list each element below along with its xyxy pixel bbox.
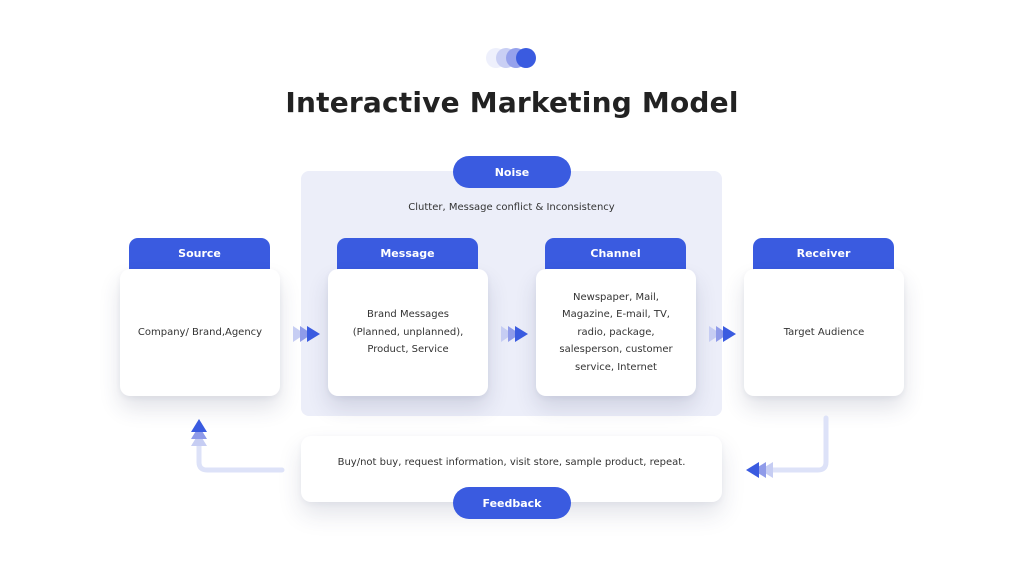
message-text: Brand Messages (Planned, unplanned), Pro…: [352, 309, 464, 356]
decorative-dots: [486, 47, 538, 69]
connector-feedback-source: [196, 435, 285, 473]
feedback-text: Buy/not buy, request information, visit …: [337, 457, 686, 468]
channel-node: Channel Newspaper, Mail, Magazine, E-mai…: [536, 238, 696, 396]
message-node: Message Brand Messages (Planned, unplann…: [328, 238, 488, 396]
source-text: Company/ Brand,Agency: [137, 326, 263, 338]
noise-description: Clutter, Message conflict & Inconsistenc…: [408, 202, 615, 213]
dot-4: [516, 48, 536, 68]
page-title: Interactive Marketing Model: [285, 86, 739, 119]
connector-receiver-feedback: [769, 415, 829, 473]
source-node: Source Company/ Brand,Agency: [120, 238, 280, 396]
message-card: Brand Messages (Planned, unplanned), Pro…: [328, 269, 488, 396]
source-card: Company/ Brand,Agency: [120, 269, 280, 396]
arrow-into-feedback-icon: [746, 462, 773, 478]
noise-pill: Noise: [453, 156, 571, 188]
feedback-pill: Feedback: [453, 487, 571, 519]
receiver-text: Target Audience: [783, 326, 865, 338]
channel-text: Newspaper, Mail, Magazine, E-mail, TV, r…: [559, 291, 673, 373]
receiver-card: Target Audience: [744, 269, 904, 396]
receiver-node: Receiver Target Audience: [744, 238, 904, 396]
arrow-into-source-icon: [191, 419, 207, 446]
channel-card: Newspaper, Mail, Magazine, E-mail, TV, r…: [536, 269, 696, 396]
